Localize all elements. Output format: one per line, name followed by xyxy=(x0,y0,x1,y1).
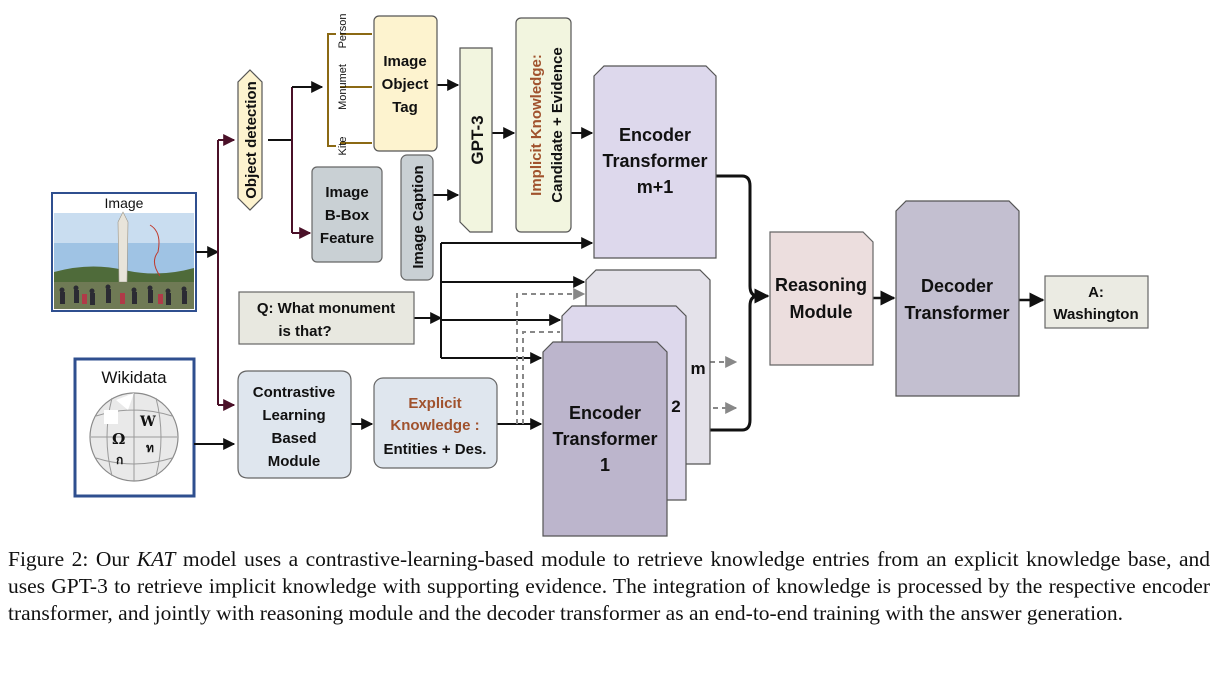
bbox-feature-box: Image B-Box Feature xyxy=(311,166,383,263)
encoder-m1-line2: Transformer xyxy=(602,151,707,171)
image-caption-label: Image Caption xyxy=(410,165,427,268)
tag-kite: Kite xyxy=(337,137,349,156)
decoder-line2: Transformer xyxy=(904,303,1009,323)
question-line1: Q: What monument xyxy=(257,300,395,317)
explicit-title-line1: Explicit xyxy=(408,395,461,412)
contrastive-module-box: Contrastive Learning Based Module xyxy=(237,370,352,479)
answer-line2: Washington xyxy=(1053,306,1138,323)
connectors xyxy=(194,33,1045,450)
bbox-line1: Image xyxy=(325,184,368,201)
wikidata-input: Wikidata Ω W ท ก xyxy=(73,357,196,498)
explicit-title-line2: Knowledge : xyxy=(390,417,479,434)
encoder-2-label: 2 xyxy=(671,397,680,416)
svg-text:ท: ท xyxy=(146,441,154,455)
object-tag-line3: Tag xyxy=(392,99,418,116)
encoder1-line1: Encoder xyxy=(569,403,641,423)
image-object-tag-box: Image Object Tag xyxy=(373,15,438,152)
encoder-m1-line1: Encoder xyxy=(619,125,691,145)
svg-text:ก: ก xyxy=(116,453,123,467)
tag-monument: Monumet xyxy=(337,64,349,110)
contrastive-line3: Based xyxy=(271,430,316,447)
image-input: Image xyxy=(51,192,197,312)
image-caption-box: Image Caption xyxy=(400,154,434,281)
encoder-transformer-m-plus-1: Encoder Transformer m+1 xyxy=(593,65,717,259)
decoder-transformer-box: Decoder Transformer xyxy=(895,200,1020,397)
svg-text:Ω: Ω xyxy=(112,430,125,448)
caption-body: model uses a contrastive-learning-based … xyxy=(8,547,1210,625)
bbox-line2: B-Box xyxy=(325,207,370,224)
object-tag-line1: Image xyxy=(383,53,426,70)
wikipedia-globe-icon: Ω W ท ก xyxy=(89,392,179,482)
implicit-knowledge-sub: Candidate + Evidence xyxy=(549,47,566,202)
implicit-knowledge-title: Implicit Knowledge: xyxy=(528,54,545,196)
object-tag-line2: Object xyxy=(382,76,429,93)
object-detection-label: Object detection xyxy=(243,81,260,199)
tag-person: Person xyxy=(337,14,349,49)
encoder1-line2: Transformer xyxy=(552,429,657,449)
figure-caption: Figure 2: Our KAT model uses a contrasti… xyxy=(8,546,1210,627)
decoder-line1: Decoder xyxy=(921,276,993,296)
caption-model-name: KAT xyxy=(136,547,176,571)
gpt3-label: GPT-3 xyxy=(468,115,487,164)
wikidata-label: Wikidata xyxy=(101,368,167,387)
explicit-knowledge-box: Explicit Knowledge : Entities + Des. xyxy=(373,377,498,469)
answer-box: A: Washington xyxy=(1044,275,1149,329)
encoder-m1-line3: m+1 xyxy=(637,177,674,197)
reasoning-module-box: Reasoning Module xyxy=(769,231,874,366)
svg-text:W: W xyxy=(139,414,156,430)
encoder1-line3: 1 xyxy=(600,455,610,475)
contrastive-line1: Contrastive xyxy=(253,384,336,401)
landmark-photo xyxy=(54,211,194,309)
explicit-sub: Entities + Des. xyxy=(384,441,487,458)
encoder-transformer-1: Encoder Transformer 1 xyxy=(542,341,668,537)
image-label: Image xyxy=(105,195,144,211)
answer-line1: A: xyxy=(1088,284,1104,301)
reasoning-line2: Module xyxy=(790,302,853,322)
bbox-line3: Feature xyxy=(320,230,374,247)
contrastive-line4: Module xyxy=(268,453,321,470)
reasoning-line1: Reasoning xyxy=(775,275,867,295)
object-detection-node: Object detection xyxy=(237,69,263,211)
encoder-m-label: m xyxy=(690,359,705,378)
question-line2: is that? xyxy=(278,323,331,340)
caption-prefix: Figure 2: Our xyxy=(8,547,137,571)
kat-architecture-diagram: Image Wikidata xyxy=(51,14,1149,537)
question-box: Q: What monument is that? xyxy=(238,291,415,345)
gpt3-box: GPT-3 xyxy=(459,47,493,233)
contrastive-line2: Learning xyxy=(262,407,325,424)
implicit-knowledge-box: Implicit Knowledge: Candidate + Evidence xyxy=(515,17,572,233)
